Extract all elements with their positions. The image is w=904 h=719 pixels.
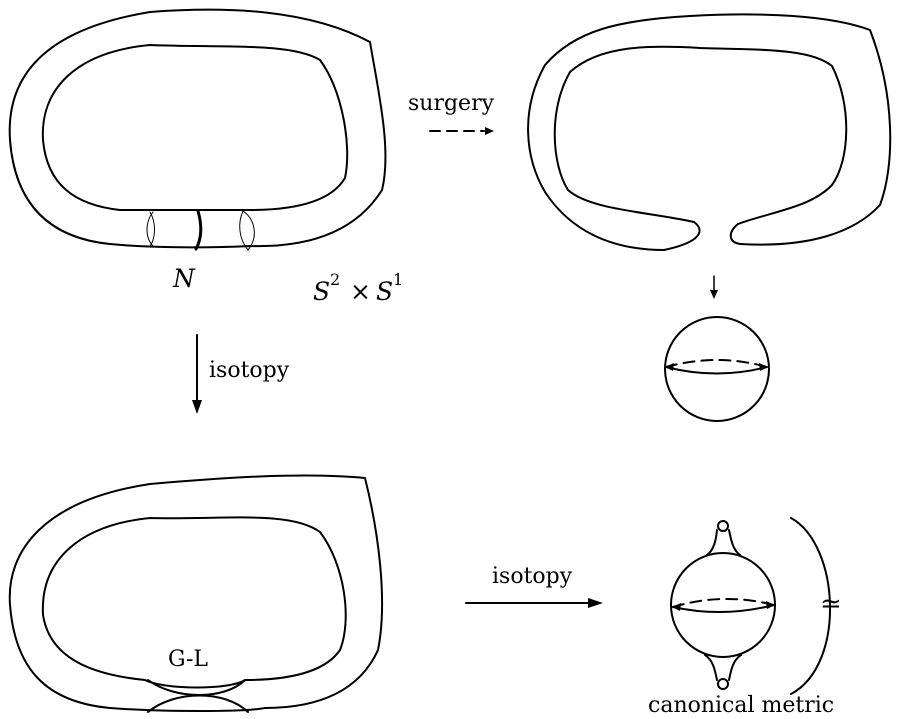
gl-label: G-L [168, 647, 208, 672]
torus-top-left-inner [41, 44, 349, 211]
torus-bottom-left-outer [8, 474, 384, 712]
gl-cap-bottom [147, 694, 249, 713]
svg-text:S: S [376, 277, 393, 306]
canonical-metric-label: canonical metric [648, 693, 834, 718]
metric-bracket [790, 517, 831, 695]
neck-slice-right [242, 210, 255, 251]
collapse-arrow [710, 275, 718, 299]
homeomorphic-symbol: ≃ [820, 589, 842, 619]
cut-torus-inner [553, 45, 848, 225]
isotopy-label-vertical: isotopy [209, 358, 290, 383]
svg-text:1: 1 [393, 270, 403, 289]
torus-after-surgery [527, 13, 892, 251]
sphere-canonical [670, 520, 776, 690]
sphere-result [664, 316, 770, 422]
cut-end-right [729, 223, 741, 245]
torus-top-left [8, 8, 387, 251]
isotopy-label-horizontal: isotopy [492, 564, 573, 589]
torus-top-left-outer [8, 8, 387, 249]
svg-text:×: × [350, 277, 371, 306]
neck-slice-left-back [149, 211, 155, 247]
torus-bottom-left [8, 474, 384, 713]
manifold-label: S 2 × S 1 [313, 270, 403, 306]
isotopy-arrow-horizontal [465, 598, 603, 608]
cut-torus-outer [527, 13, 892, 251]
surgery-arrow [429, 127, 494, 135]
neck-core-slice [194, 209, 203, 251]
svg-text:2: 2 [330, 270, 340, 289]
isotopy-arrow-vertical [192, 334, 202, 414]
cut-end-left [663, 221, 701, 251]
neck-slice-right-back [239, 210, 249, 251]
surgery-label: surgery [408, 91, 495, 116]
neck-label: N [172, 264, 196, 293]
svg-text:S: S [313, 277, 330, 306]
